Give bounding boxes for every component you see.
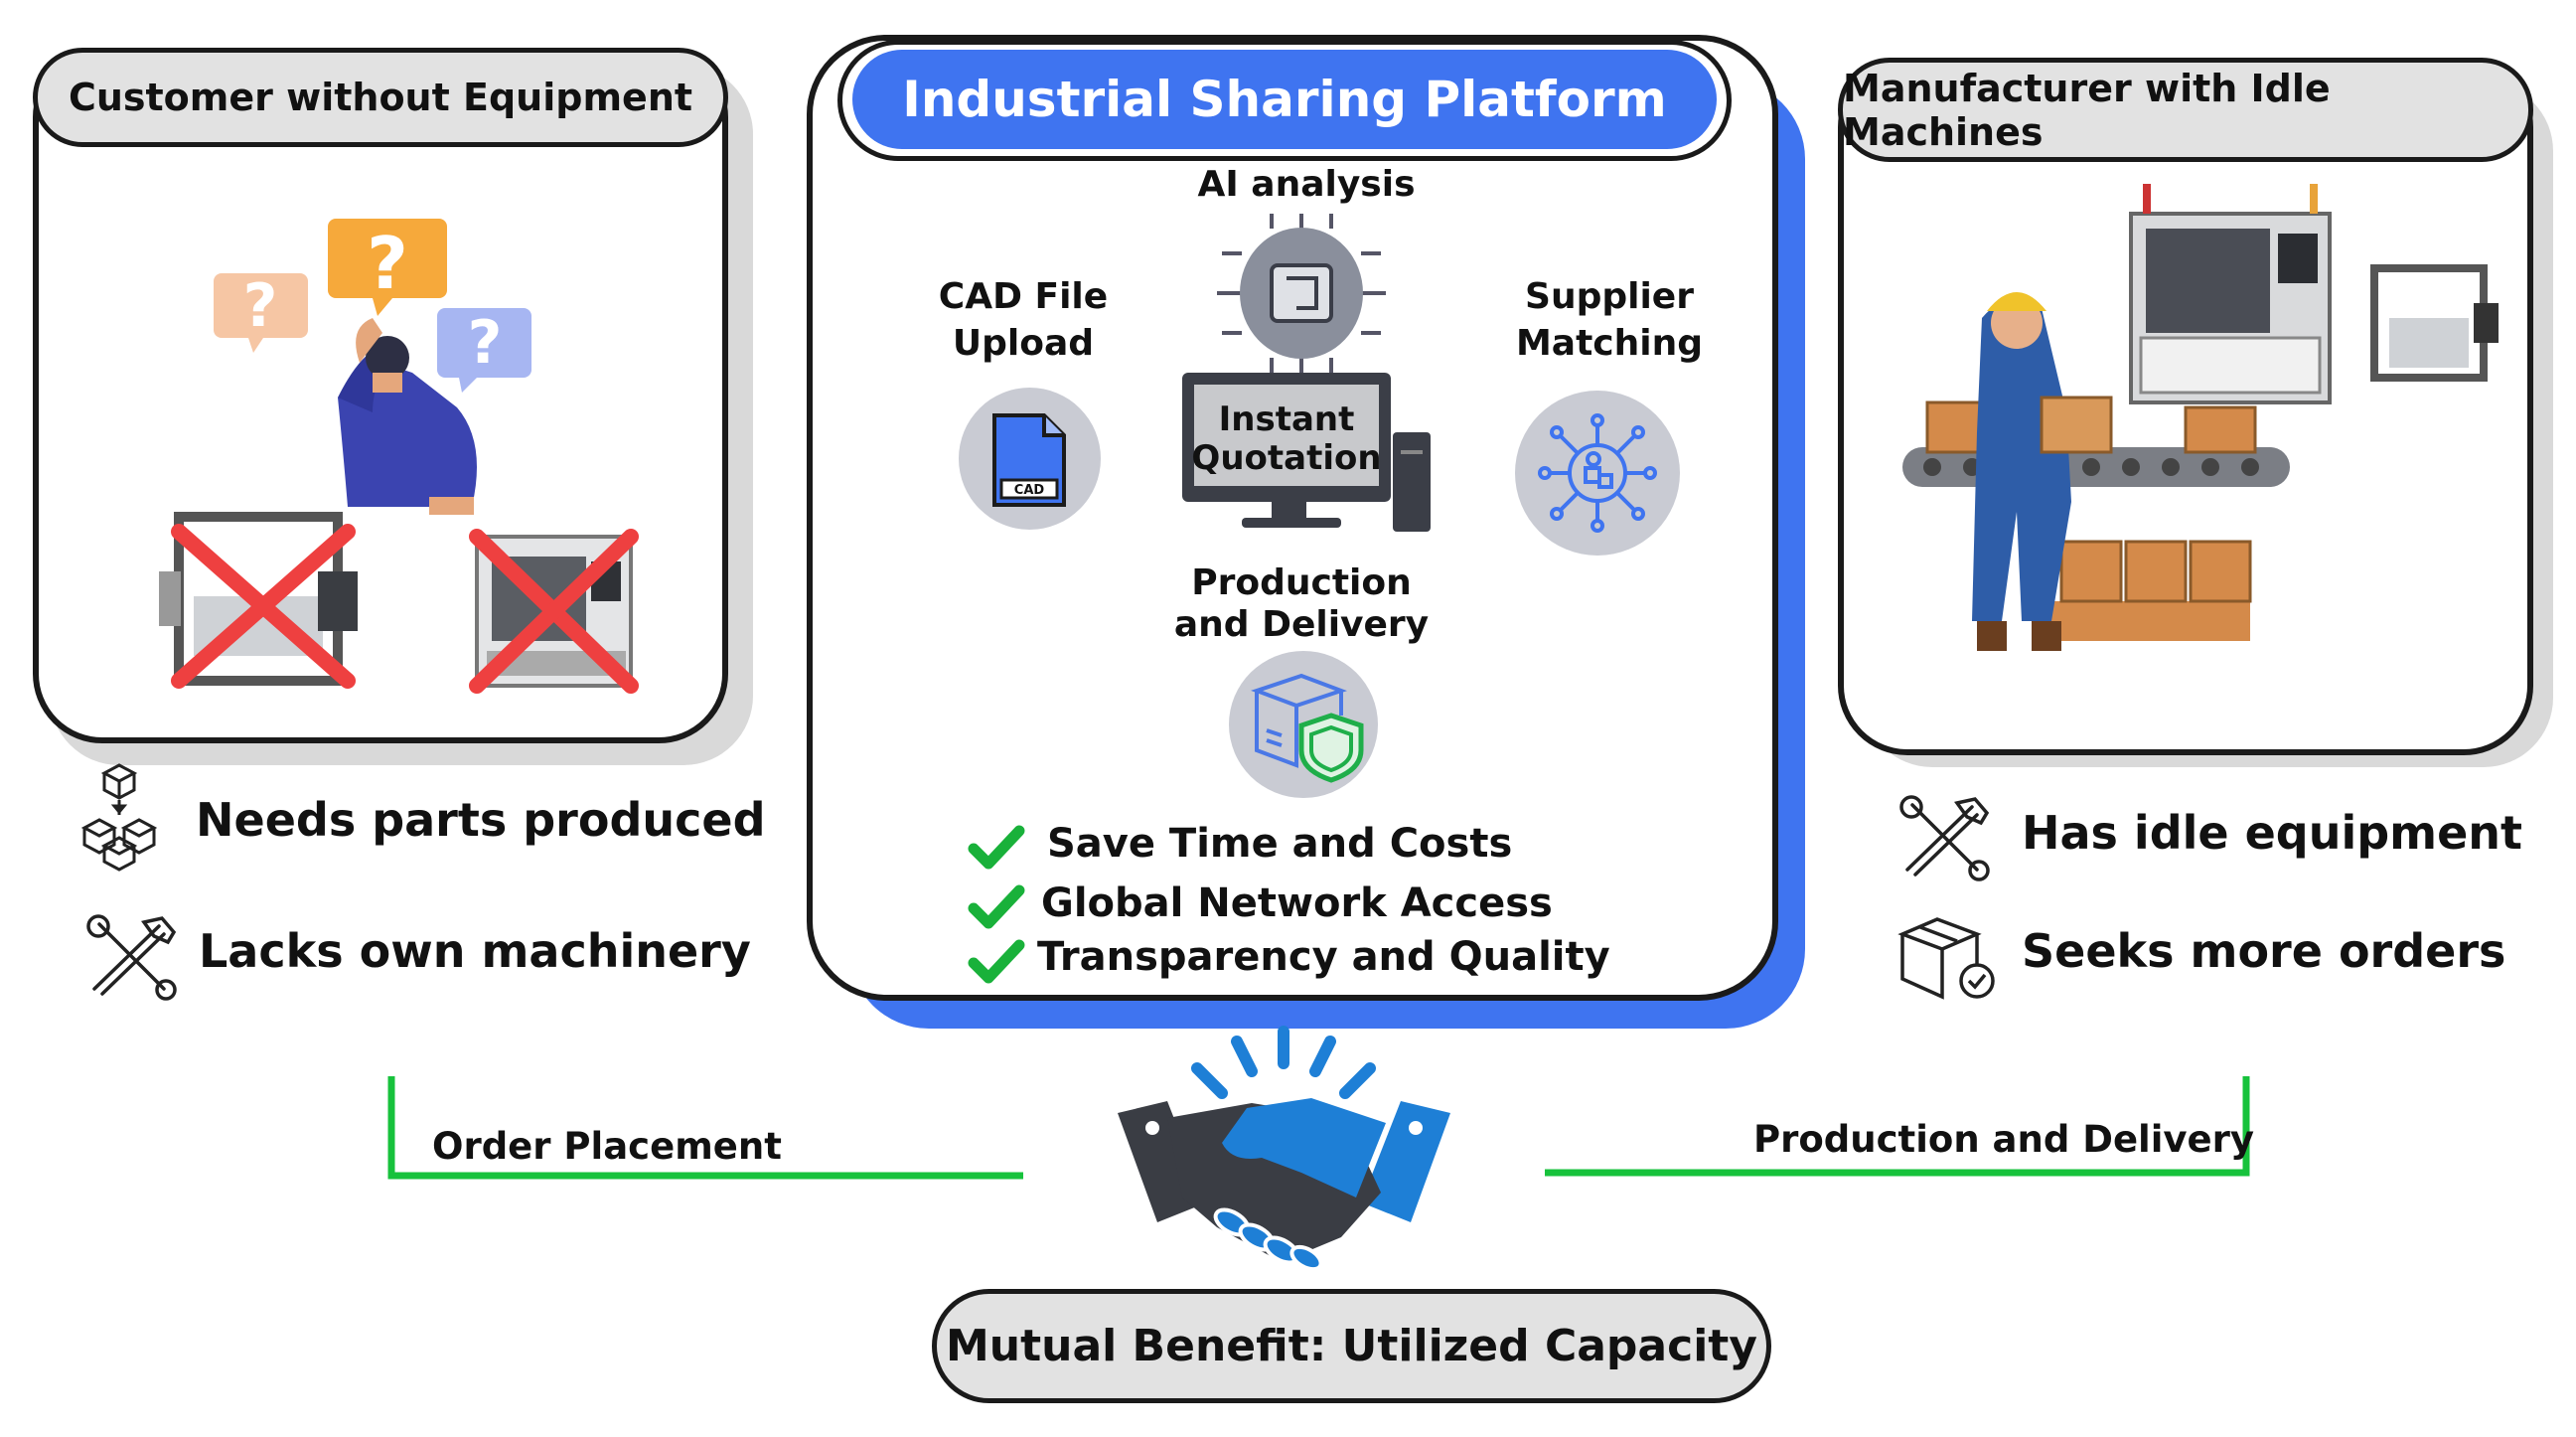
svg-text:?: ? <box>367 222 408 305</box>
left-point-2: Lacks own machinery <box>199 924 751 978</box>
cubes-icon <box>80 763 158 872</box>
tools-icon <box>86 914 177 1001</box>
production-delivery-label: Production and Delivery <box>1753 1118 2254 1161</box>
benefit-3: Transparency and Quality <box>1037 934 1610 980</box>
left-panel-title-text: Customer without Equipment <box>68 76 693 119</box>
factory-worker-icon <box>1902 184 2499 651</box>
production-label-2: and Delivery <box>1173 604 1430 645</box>
order-flow-line <box>387 1076 1023 1180</box>
quotation-label-1: Instant <box>1218 399 1355 439</box>
handshake-icon <box>1118 1026 1450 1272</box>
production-label-1: Production <box>1191 562 1412 603</box>
quotation-label-2: Quotation <box>1191 438 1382 478</box>
confused-person-icon: ? ? ? <box>214 219 531 515</box>
mutual-benefit-text: Mutual Benefit: Utilized Capacity <box>946 1321 1757 1371</box>
right-panel-title: Manufacturer with Idle Machines <box>1838 58 2533 162</box>
right-point-2: Seeks more orders <box>2022 924 2506 978</box>
network-icon <box>1538 413 1657 533</box>
benefit-1: Save Time and Costs <box>1047 821 1513 867</box>
cad-badge: CAD <box>1013 483 1045 498</box>
svg-text:?: ? <box>243 271 278 341</box>
cnc-machine-crossed-icon <box>469 529 639 694</box>
center-title-pill: Industrial Sharing Platform <box>852 50 1717 149</box>
box-shield-icon <box>1251 673 1364 783</box>
cad-label-2: Upload <box>952 323 1095 364</box>
supplier-label-1: Supplier <box>1525 276 1694 317</box>
cad-file-icon <box>992 413 1066 507</box>
ai-chip-icon <box>1217 214 1386 373</box>
right-point-1: Has idle equipment <box>2022 806 2523 860</box>
benefit-2: Global Network Access <box>1041 880 1553 926</box>
cad-label-1: CAD File <box>938 276 1109 317</box>
delivery-flow-line <box>1545 1076 2250 1177</box>
monitor-icon <box>1182 373 1431 532</box>
mutual-benefit-pill: Mutual Benefit: Utilized Capacity <box>932 1289 1771 1403</box>
left-point-1: Needs parts produced <box>196 793 766 847</box>
printer-crossed-icon <box>159 512 358 689</box>
check-icon <box>968 939 1025 984</box>
supplier-label-2: Matching <box>1515 323 1704 364</box>
order-placement-label: Order Placement <box>432 1125 782 1168</box>
ai-analysis-label: AI analysis <box>1197 164 1416 205</box>
right-panel-title-text: Manufacturer with Idle Machines <box>1843 66 2331 154</box>
svg-text:?: ? <box>468 308 503 378</box>
tools-icon <box>1899 795 1990 881</box>
box-check-icon <box>1897 917 1995 1000</box>
check-icon <box>968 825 1025 870</box>
left-panel-title: Customer without Equipment <box>33 48 728 147</box>
check-icon <box>968 884 1025 929</box>
center-title-text: Industrial Sharing Platform <box>902 71 1667 128</box>
